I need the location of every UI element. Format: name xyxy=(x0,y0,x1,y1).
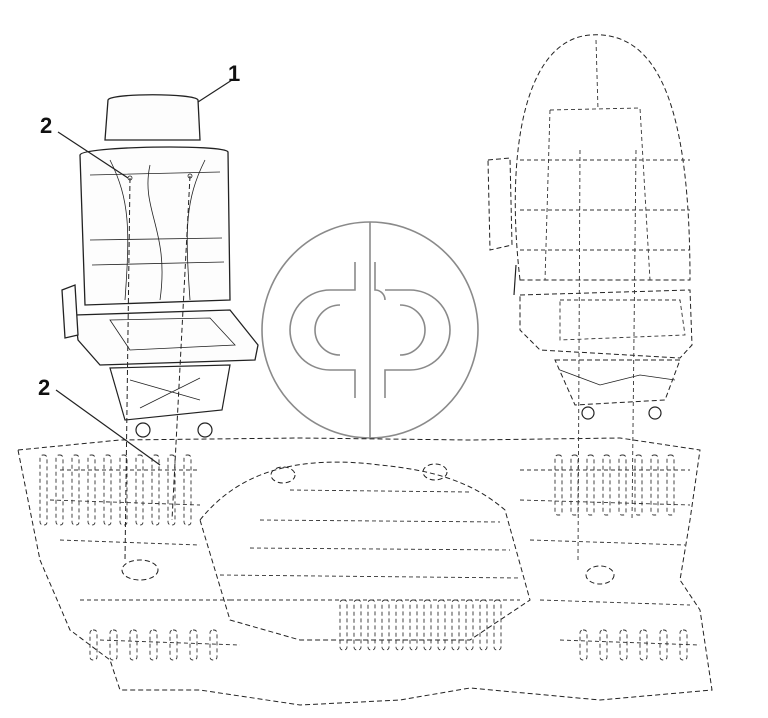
floor-rib xyxy=(493,599,502,651)
seat-backrest xyxy=(79,146,231,306)
floor-rib xyxy=(149,629,158,661)
floor-rib xyxy=(423,599,432,651)
floor-rib xyxy=(599,629,608,661)
floor-rib xyxy=(167,454,176,526)
armrest-left xyxy=(61,284,79,339)
floor-rib xyxy=(129,629,138,661)
floor-rib xyxy=(103,454,112,526)
callout-label-1: 1 xyxy=(228,61,240,86)
cp-logo-watermark xyxy=(261,221,479,439)
floor-rib xyxy=(451,599,460,651)
floor-rib xyxy=(339,599,348,651)
floor-rib xyxy=(437,599,446,651)
floor-rib xyxy=(659,629,668,661)
floor-rib xyxy=(55,454,64,526)
floor-rib xyxy=(87,454,96,526)
floor-rib xyxy=(639,629,648,661)
floor-rib xyxy=(666,454,675,516)
floor-rib xyxy=(409,599,418,651)
floor-rib xyxy=(135,454,144,526)
floor-rib xyxy=(71,454,80,526)
seat-cushion xyxy=(74,309,259,366)
floor-panel xyxy=(17,437,713,706)
callout-label-2-seat: 2 xyxy=(40,113,52,138)
headrest xyxy=(104,94,201,141)
floor-rib xyxy=(579,629,588,661)
floor-rib xyxy=(151,454,160,526)
floor-rib xyxy=(479,599,488,651)
callout-label-2-floor: 2 xyxy=(38,375,50,400)
floor-rib xyxy=(109,629,118,661)
floor-rib xyxy=(169,629,178,661)
floor-rib xyxy=(381,599,390,651)
floor-rib xyxy=(209,629,218,661)
floor-rib xyxy=(119,454,128,526)
floor-rib xyxy=(367,599,376,651)
floor-rib xyxy=(650,454,659,516)
driver-backrest xyxy=(514,34,691,281)
floor-rib xyxy=(618,454,627,516)
floor-rib xyxy=(554,454,563,516)
floor-rib xyxy=(395,599,404,651)
floor-rib xyxy=(183,454,192,526)
floor-rib xyxy=(679,629,688,661)
passenger-seat-left xyxy=(61,94,259,561)
driver-seat-right xyxy=(487,34,693,561)
floor-rib xyxy=(602,454,611,516)
floor-rib xyxy=(189,629,198,661)
floor-rib xyxy=(570,454,579,516)
floor-rib xyxy=(353,599,362,651)
floor-rib xyxy=(465,599,474,651)
floor-rib xyxy=(634,454,643,516)
floor-rib xyxy=(586,454,595,516)
floor-rib xyxy=(39,454,48,526)
floor-rib xyxy=(89,629,98,661)
floor-rib xyxy=(619,629,628,661)
